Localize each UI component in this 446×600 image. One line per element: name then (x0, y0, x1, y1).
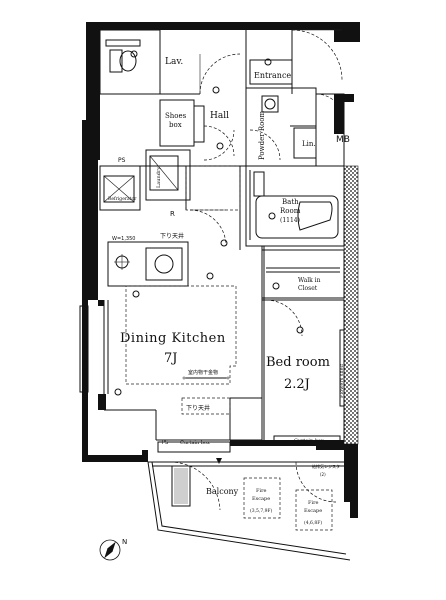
curtain-box-bottom-right (273, 435, 341, 445)
kitchen-ceiling-drop (185, 165, 241, 211)
bathtub-icon (253, 171, 339, 239)
kitchen-counter (107, 241, 189, 287)
light-fixtures (114, 50, 304, 396)
curtain-box-left (79, 305, 89, 393)
label-aircon: (2) (320, 472, 326, 477)
label-vent: 給排気レジスタ (312, 463, 340, 469)
labels: Lav. Entrance Shoes box Hall Powder Room… (83, 57, 350, 526)
sink-icon (261, 95, 279, 113)
fire-escape-1 (243, 477, 281, 519)
label-shoes-box-2: box (169, 121, 182, 129)
toilet-icon (105, 39, 141, 73)
label-dining-kitchen: Dining Kitchen (120, 331, 226, 346)
compass-icon: N (99, 538, 127, 561)
fixtures (79, 39, 351, 561)
label-walk-in-2: Closet (298, 285, 318, 292)
label-powder-room: Powder Room (258, 110, 266, 160)
label-ceiling-drop-dining: 下り天井 (186, 404, 210, 412)
fire-escape-2 (295, 489, 333, 531)
outer-walls (82, 22, 360, 518)
flowers-shelf (339, 329, 345, 407)
label-indoor-drying: 室内物干金物 (188, 369, 218, 376)
label-fire-escape-2c: (4,6,8F) (304, 519, 322, 526)
label-curtain-box-bottom-right: Curtain box (294, 438, 324, 444)
label-fire-escape-2b: Escape (304, 508, 322, 514)
label-bath-2: Room (280, 207, 301, 215)
label-bath-1: Bath (282, 198, 299, 206)
label-r: R (170, 210, 175, 218)
label-mb: MB (336, 135, 350, 145)
curtain-box-bottom-left (157, 441, 231, 453)
entry-triangle (216, 458, 222, 464)
label-curtain-box-left: Curtain box (83, 340, 89, 370)
label-laundry: Laundry (156, 167, 162, 188)
label-flowers-shelf: Flowers shelf (339, 363, 345, 398)
label-hall: Hall (210, 111, 229, 121)
label-fire-escape-2a: Fire (308, 500, 318, 506)
label-bath-size: (1114) (280, 217, 300, 224)
label-fire-escape-1c: (3,5,7,9F) (250, 507, 273, 514)
label-ps-top: PS (118, 157, 126, 164)
balcony-outline (147, 461, 351, 561)
label-ps-bottom: PS (162, 440, 168, 446)
label-hood-width: W=1,350 (112, 236, 135, 242)
label-balcony: Balcony (206, 487, 239, 496)
refrigerator-box (103, 175, 135, 203)
label-fire-escape-1b: Escape (252, 496, 270, 502)
label-bed-room: Bed room (266, 355, 330, 370)
shaft-hatch (343, 165, 359, 445)
label-bed-room-size: 2.2J (284, 377, 310, 392)
label-dining-kitchen-size: 7J (164, 351, 177, 366)
compass-north-label: N (122, 538, 127, 546)
label-fire-escape-1a: Fire (256, 488, 266, 494)
label-refrigerator: Refrigerator (108, 196, 137, 202)
label-walk-in-1: Walk in (298, 277, 321, 284)
stove-icon (114, 254, 130, 270)
dining-ceiling-drop (125, 285, 237, 385)
label-lav: Lav. (165, 57, 183, 67)
label-curtain-box-bottom-left: Curtain box (180, 440, 210, 446)
label-ceiling-drop-kitchen: 下り天井 (160, 232, 184, 240)
label-shoes-box-1: Shoes (165, 112, 187, 120)
label-lin: Lin. (302, 140, 316, 148)
lower-ceiling-drop (181, 397, 231, 415)
label-entrance: Entrance (254, 71, 291, 80)
laundry-pan (149, 155, 179, 191)
